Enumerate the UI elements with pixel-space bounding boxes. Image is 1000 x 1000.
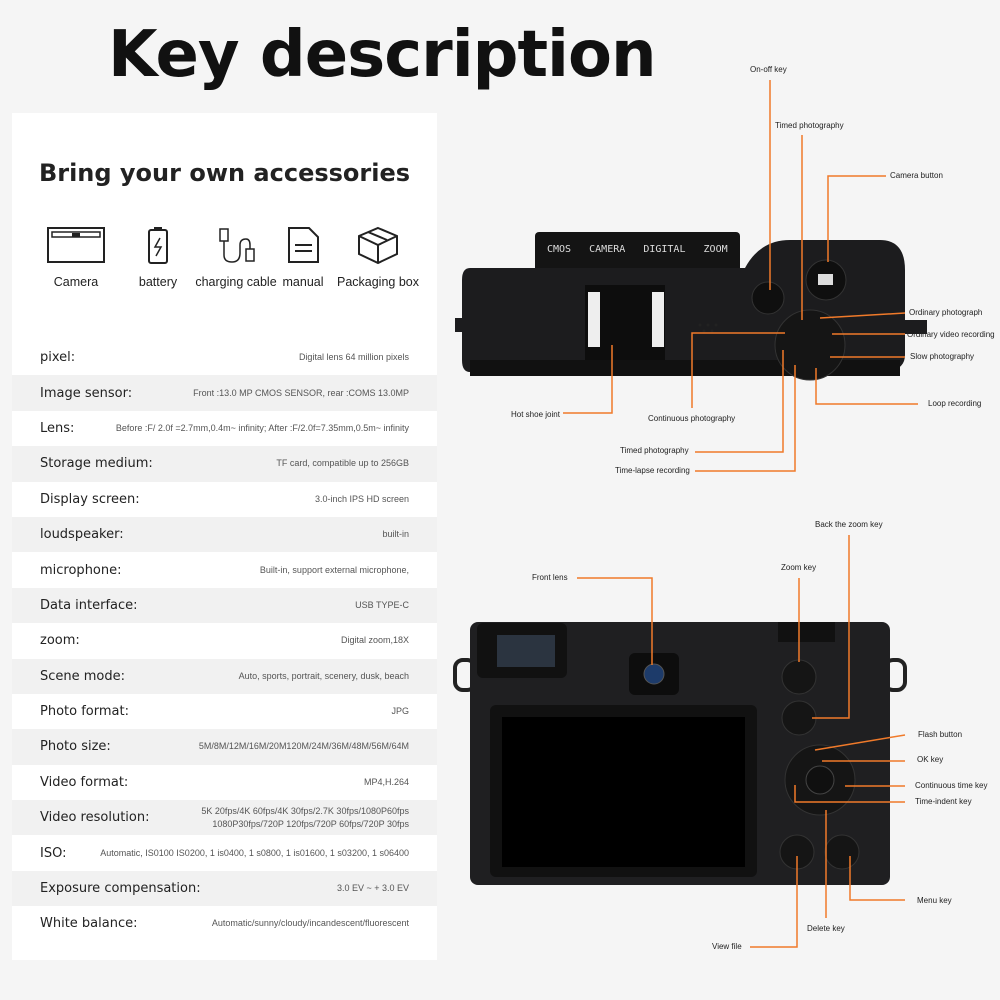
spec-row: loudspeaker: built-in	[12, 516, 437, 553]
spec-label: Data interface:	[40, 597, 138, 613]
callout-delete-key: Delete key	[807, 924, 845, 933]
callout-continuous-photography: Continuous photography	[648, 414, 736, 423]
callout-hot-shoe: Hot shoe joint	[511, 410, 560, 419]
callout-view-file: View file	[712, 942, 742, 951]
accessory-manual: manual	[258, 225, 348, 289]
spec-label: Image sensor:	[40, 385, 133, 401]
callout-on-off-key: On-off key	[750, 65, 787, 74]
spec-label: Photo format:	[40, 704, 129, 720]
spec-value: 3.0 EV ~ + 3.0 EV	[336, 883, 409, 894]
accessory-label: Packaging box	[336, 275, 419, 289]
spec-label: pixel:	[40, 350, 76, 366]
spec-value: Automatic, IS0100 IS0200, 1 is0400, 1 s0…	[100, 847, 409, 858]
callout-loop-recording: Loop recording	[928, 399, 982, 408]
spec-value: JPG	[391, 706, 409, 717]
callout-zoom-key: Zoom key	[781, 563, 817, 572]
callout-timed-photography: Timed photography	[620, 446, 689, 455]
spec-value: 3.0-inch IPS HD screen	[314, 493, 409, 504]
spec-row: Data interface: USB TYPE-C	[12, 587, 437, 624]
accessory-camera: Camera	[31, 225, 121, 289]
spec-label: loudspeaker:	[40, 527, 124, 543]
spec-value: Automatic/sunny/cloudy/incandescent/fluo…	[211, 918, 409, 929]
callout-ok-key: OK key	[917, 755, 944, 764]
accessory-box: Packaging box	[333, 225, 423, 289]
specs-panel: Bring your own accessories Camera batter…	[12, 113, 437, 960]
spec-row: Video format: MP4,H.264	[12, 765, 437, 800]
spec-value: Before :F/ 2.0f =2.7mm,0.4m~ infinity; A…	[115, 422, 409, 433]
accessory-label: Camera	[53, 275, 99, 289]
spec-row: White balance: Automatic/sunny/cloudy/inc…	[12, 906, 437, 941]
callout-time-lapse: Time-lapse recording	[615, 466, 690, 475]
callout-camera-button: Camera button	[890, 171, 943, 180]
spec-value: Digital lens 64 million pixels	[298, 352, 409, 363]
callout-back-zoom-key: Back the zoom key	[815, 520, 883, 529]
spec-row: Photo size: 5M/8M/12M/16M/20M120M/24M/36M…	[12, 729, 437, 765]
spec-label: Exposure compensation:	[40, 881, 201, 897]
camera-icon	[47, 227, 105, 263]
spec-value: 5K 20fps/4K 60fps/4K 30fps/2.7K 30fps/10…	[201, 805, 409, 829]
accessory-label: charging cable	[195, 275, 277, 289]
battery-icon	[148, 227, 168, 264]
box-icon	[358, 226, 398, 265]
spec-label: Photo size:	[40, 739, 111, 755]
manual-icon	[288, 227, 319, 263]
spec-label: White balance:	[40, 916, 138, 932]
callout-ordinary-video: Ordinary video recording	[907, 330, 995, 339]
spec-value: Built-in, support external microphone,	[259, 564, 409, 575]
callout-ordinary-photograph: Ordinary photograph	[909, 308, 983, 317]
callout-timed-photography-top: Timed photography	[775, 121, 844, 130]
spec-label: Display screen:	[40, 491, 140, 507]
lens-ring-text: CMOS CAMERA DIGITAL ZOOM	[547, 244, 728, 255]
spec-label: Scene mode:	[40, 668, 126, 684]
spec-label: Video format:	[40, 774, 129, 790]
callout-time-indent-key: Time-indent key	[915, 797, 972, 806]
spec-label: zoom:	[40, 633, 80, 649]
spec-row: zoom: Digital zoom,18X	[12, 623, 437, 658]
spec-label: ISO:	[40, 845, 67, 861]
cable-icon	[219, 228, 255, 263]
spec-row: Photo format: JPG	[12, 694, 437, 729]
spec-value: built-in	[382, 529, 409, 540]
spec-value: Front :13.0 MP CMOS SENSOR, rear :COMS 1…	[193, 387, 409, 398]
leader-lines	[563, 80, 918, 948]
callout-front-lens: Front lens	[532, 573, 568, 582]
callout-flash-button: Flash button	[918, 730, 963, 739]
spec-row: Exposure compensation: 3.0 EV ~ + 3.0 EV	[12, 870, 437, 907]
spec-label: Video resolution:	[40, 810, 150, 826]
spec-row: Storage medium: TF card, compatible up to…	[12, 446, 437, 482]
spec-label: Storage medium:	[40, 456, 153, 472]
spec-row: Video resolution: 5K 20fps/4K 60fps/4K 30…	[12, 800, 437, 836]
spec-label: Lens:	[40, 420, 75, 436]
spec-row: Image sensor: Front :13.0 MP CMOS SENSOR,…	[12, 375, 437, 411]
callout-menu-key: Menu key	[917, 896, 952, 905]
accessory-cable: charging cable	[191, 225, 281, 289]
top-camera	[455, 232, 927, 381]
back-camera	[453, 622, 907, 885]
spec-row: pixel: Digital lens 64 million pixels	[12, 340, 437, 375]
spec-label: microphone:	[40, 562, 122, 578]
spec-row: Lens: Before :F/ 2.0f =2.7mm,0.4m~ infini…	[12, 411, 437, 446]
accessory-label: manual	[282, 275, 324, 289]
spec-row: microphone: Built-in, support external mi…	[12, 552, 437, 587]
accessory-label: battery	[138, 275, 178, 289]
accessories-heading: Bring your own accessories	[38, 159, 411, 187]
accessory-battery: battery	[113, 225, 203, 289]
spec-row: ISO: Automatic, IS0100 IS0200, 1 is0400, …	[12, 835, 437, 870]
spec-value: USB TYPE-C	[355, 599, 409, 610]
spec-value: Digital zoom,18X	[340, 635, 409, 646]
spec-value: 5M/8M/12M/16M/20M120M/24M/36M/48M/56M/64…	[198, 741, 409, 752]
spec-row: Scene mode: Auto, sports, portrait, scene…	[12, 658, 437, 694]
spec-value: MP4,H.264	[363, 776, 409, 787]
spec-row: Display screen: 3.0-inch IPS HD screen	[12, 482, 437, 517]
callout-continuous-time-key: Continuous time key	[915, 781, 988, 790]
page-title: Key description	[108, 18, 656, 92]
spec-value: TF card, compatible up to 256GB	[276, 458, 409, 469]
spec-value: Auto, sports, portrait, scenery, dusk, b…	[238, 670, 409, 681]
callout-slow-photography: Slow photography	[910, 352, 975, 361]
